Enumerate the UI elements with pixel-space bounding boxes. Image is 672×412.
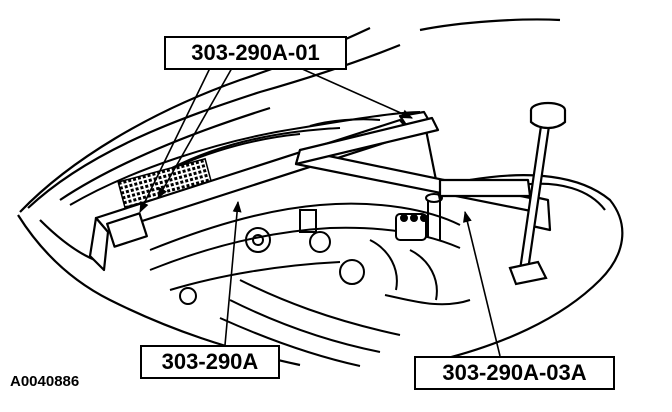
leader-lines xyxy=(139,67,501,357)
callout-303-290a-03a: 303-290A-03A xyxy=(414,356,615,390)
figure-id: A0040886 xyxy=(10,373,80,390)
engine xyxy=(149,202,471,367)
distributor xyxy=(395,193,443,241)
callout-303-290a-01: 303-290A-01 xyxy=(164,36,347,70)
tool-cross-beam xyxy=(294,116,552,232)
callout-303-290a: 303-290A xyxy=(140,345,280,379)
tool-support-leg xyxy=(508,101,567,286)
